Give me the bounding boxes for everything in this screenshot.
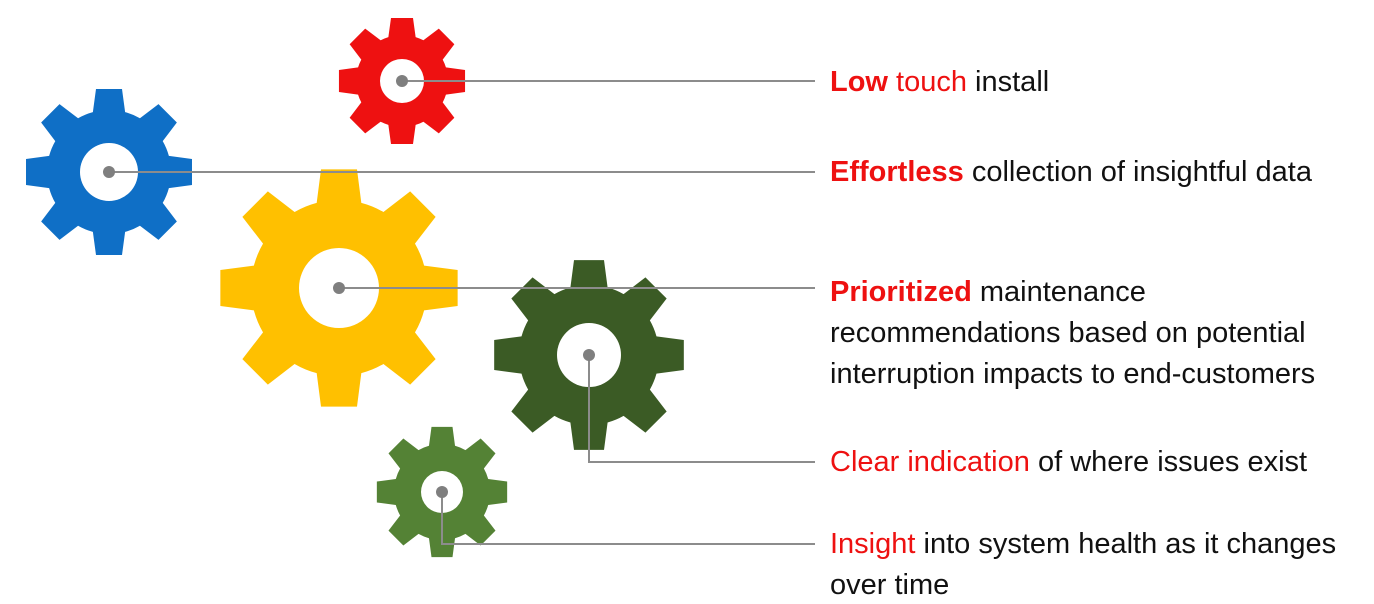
feature-item-effortless-collection: Effortless collection of insightful data [830, 152, 1370, 193]
feature-item-system-health-insight: Insight into system health as it changes… [830, 524, 1370, 604]
feature-text: maintenance recommendations based on pot… [830, 276, 1316, 390]
feature-highlight: Prioritized [830, 276, 972, 308]
connector-line [441, 492, 815, 545]
feature-highlight: Insight [830, 528, 916, 560]
hub-dot [396, 75, 408, 87]
hub-dot [103, 166, 115, 178]
feature-highlight: Clear indication [830, 446, 1030, 478]
feature-highlight: touch [888, 66, 967, 98]
hub-dot [333, 282, 345, 294]
feature-highlight: Low [830, 66, 888, 98]
hub-dot [436, 486, 448, 498]
feature-text: install [967, 66, 1050, 98]
feature-item-clear-indication: Clear indication of where issues exist [830, 442, 1370, 483]
feature-text: collection of insightful data [963, 156, 1312, 188]
hub-dot-layer [103, 75, 595, 498]
connector-layer [109, 80, 815, 545]
feature-highlight: Effortless [830, 156, 964, 188]
hub-dot [583, 349, 595, 361]
feature-text: of where issues exist [1029, 446, 1308, 478]
feature-item-prioritized-maintenance: Prioritized maintenance recommendations … [830, 272, 1370, 395]
feature-text: into system health as it changes over ti… [830, 528, 1345, 601]
connector-line [588, 355, 815, 463]
feature-item-low-touch-install: Low touch install [830, 62, 1370, 103]
